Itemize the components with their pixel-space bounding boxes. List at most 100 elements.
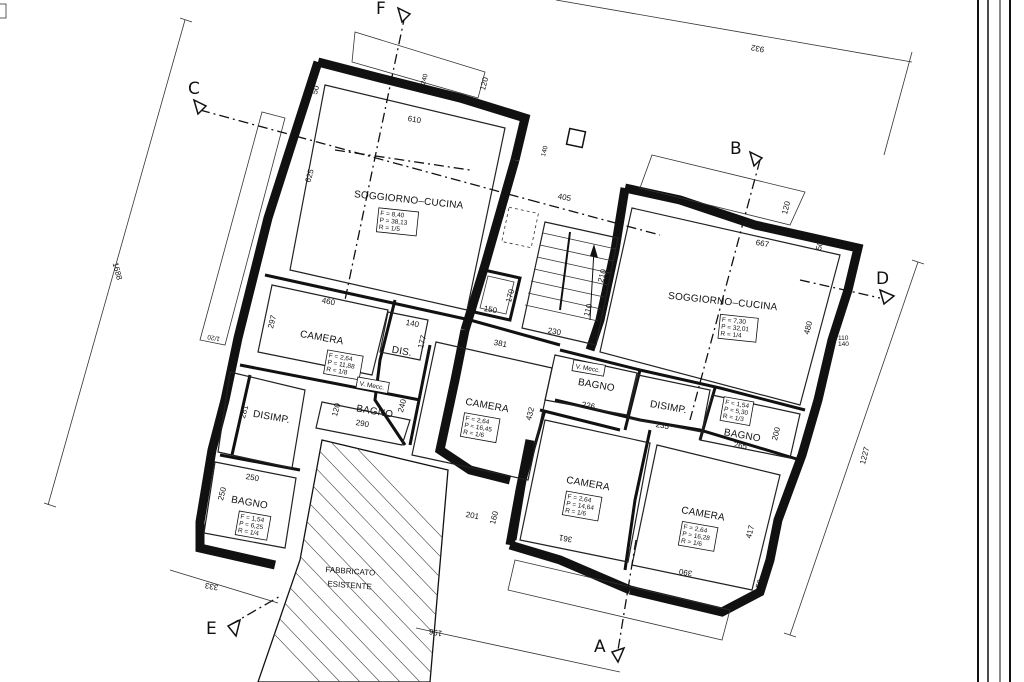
dim-110-a: 110 [838, 335, 849, 342]
room-p: P = 16,45 [464, 422, 493, 434]
room-name: CAMERA [680, 505, 725, 523]
dim-390: 390 [678, 567, 693, 578]
room-r: R = 1/4 [720, 330, 742, 339]
dim-381: 381 [493, 338, 508, 349]
room-name: CAMERA [299, 329, 344, 347]
dim-1688: 1688 [111, 261, 124, 281]
section-label-b: B [730, 139, 742, 159]
dim-140-c: 140 [405, 318, 420, 329]
room-f: F = 7,30 [722, 317, 747, 327]
dim-201: 201 [465, 510, 480, 521]
room-r: R = 1/4 [237, 527, 259, 538]
dim-160: 160 [488, 510, 500, 526]
dim-667: 667 [755, 238, 770, 249]
dim-240-a: 240 [420, 73, 430, 86]
room-f: F = 1,54 [725, 399, 750, 410]
room-f: F = 2,64 [465, 415, 490, 426]
dim-250-b: 250 [216, 486, 228, 502]
dim-290: 290 [355, 418, 370, 429]
fabbricato-line2: ESISTENTE [327, 579, 372, 591]
room-p: P = 16,28 [682, 531, 711, 543]
room-p: P = 14,64 [566, 500, 595, 512]
section-marker-a: A [594, 637, 626, 664]
dim-140-a: 140 [540, 145, 550, 158]
room-disimp-2: DISIMP. [649, 399, 688, 416]
vmecc-label: V. Mecc. [359, 380, 385, 391]
dim-226: 226 [581, 400, 596, 411]
balconies [199, 31, 806, 641]
dim-1227: 1227 [858, 445, 871, 465]
room-r: R = 1/5 [378, 224, 400, 233]
dim-120-a: 120 [478, 76, 490, 92]
dim-140-b: 140 [838, 341, 849, 348]
section-label-a: A [594, 637, 606, 657]
room-name: BAGNO [577, 377, 615, 394]
room-name: CAMERA [565, 475, 610, 493]
dim-625: 625 [304, 168, 316, 184]
dim-265: 265 [733, 440, 748, 451]
dim-333: 333 [204, 581, 219, 592]
dim-432: 432 [524, 406, 536, 422]
dim-297: 297 [266, 314, 278, 330]
room-name: SOGGIORNO–CUCINA [668, 291, 779, 313]
dim-417: 417 [744, 524, 756, 540]
room-soggiorno-cucina-2: SOGGIORNO–CUCINA F = 7,30 P = 32,01 R = … [668, 291, 779, 343]
dim-196: 196 [428, 627, 443, 638]
section-marker-e: E [206, 618, 242, 639]
dim-177: 177 [416, 334, 428, 350]
section-marker-b: B [730, 139, 764, 168]
room-name: DISIMP. [649, 399, 688, 416]
fabbricato-line1: FABBRICATO [325, 565, 375, 577]
room-disimp-1: DISIMP. [252, 409, 291, 426]
room-name: DISIMP. [252, 409, 291, 426]
section-marker-c: C [188, 79, 208, 116]
section-label-e: E [206, 619, 217, 639]
dim-460: 460 [321, 296, 336, 307]
dimension-lines [43, 0, 925, 673]
room-outlines [203, 84, 841, 591]
dim-250-a: 250 [245, 472, 260, 483]
dim-150: 150 [483, 304, 498, 315]
dim-1-20: 1/20 [207, 333, 221, 342]
room-p: P = 32,01 [721, 324, 750, 334]
existing-building-label: FABBRICATO ESISTENTE [325, 565, 375, 591]
room-p: P = 5,30 [723, 406, 749, 417]
vmecc-label: V. Mecc. [575, 363, 601, 374]
room-f: F = 2,64 [683, 524, 708, 535]
dim-210: 210 [596, 268, 608, 284]
staircase [472, 127, 619, 346]
room-r: R = 1/6 [463, 429, 485, 440]
section-label-c: C [188, 79, 200, 99]
dim-50-a: 50 [310, 84, 321, 95]
room-name: SOGGIORNO–CUCINA [354, 189, 465, 211]
dim-610: 610 [407, 114, 422, 125]
room-bagno-3: BAGNO V. Mecc. [571, 359, 616, 394]
dim-200: 200 [770, 426, 782, 442]
room-bagno-2: BAGNO V. Mecc. [355, 376, 394, 421]
room-p: P = 38,13 [379, 217, 408, 227]
dim-50-c: 50 [754, 578, 765, 589]
section-marker-f: F [376, 0, 412, 24]
room-f: F = 1,54 [240, 513, 265, 524]
dim-405: 405 [557, 192, 572, 203]
room-bagno-1: BAGNO F = 1,54 P = 6,25 R = 1/4 [230, 494, 272, 541]
dim-295: 295 [496, 204, 508, 220]
room-f: F = 2,64 [567, 493, 592, 504]
room-camera-4: CAMERA F = 2,64 P = 16,28 R = 1/6 [677, 505, 726, 552]
room-dis: DIS. [391, 345, 413, 359]
dim-120-c: 120 [330, 402, 342, 418]
room-f: F = 2,64 [328, 352, 353, 363]
section-label-f: F [376, 0, 386, 19]
room-name: DIS. [391, 345, 413, 359]
room-camera-1: CAMERA F = 2,64 P = 11,88 R = 1/8 [299, 329, 364, 381]
room-p: P = 11,88 [327, 359, 356, 371]
building-walls [195, 57, 864, 617]
dim-240-b: 240 [396, 398, 408, 414]
dim-50-b: 50 [814, 240, 825, 251]
room-f: F = 8,40 [380, 210, 405, 220]
dim-120-b: 120 [780, 200, 792, 216]
room-r: R = 1/6 [680, 538, 702, 549]
room-r: R = 1/8 [326, 366, 348, 377]
